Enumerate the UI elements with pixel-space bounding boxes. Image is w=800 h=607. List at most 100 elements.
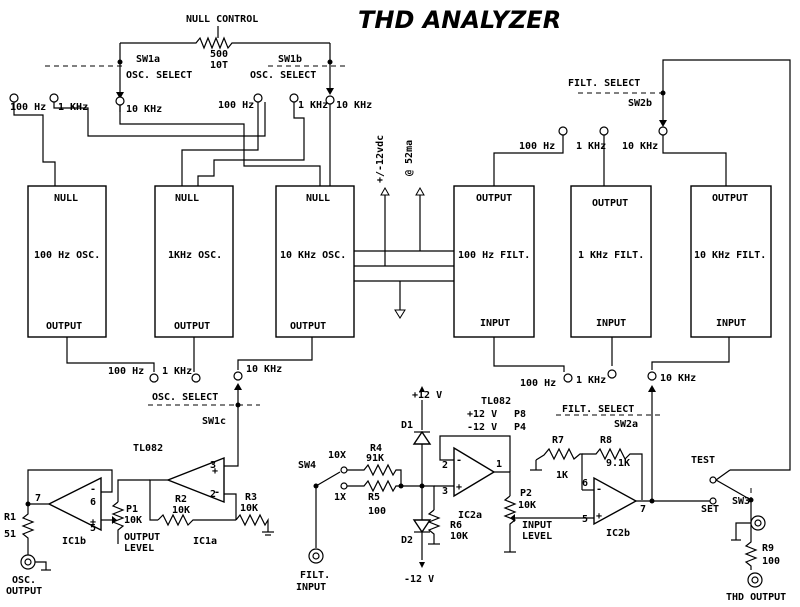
r8-label: R8	[600, 435, 612, 446]
sw2a-pos-1khz: 1 KHz	[576, 375, 606, 386]
ic1-type: TL082	[133, 443, 163, 454]
sw3-set: SET	[701, 504, 719, 515]
osc-100hz-name: 100 Hz OSC.	[34, 250, 100, 261]
switch-sw1c: 100 Hz 1 KHz 10 KHz OSC. SELECT SW1c	[66, 337, 313, 467]
sw1c-function: OSC. SELECT	[152, 392, 218, 403]
sw1b-pos-1khz: 1 KHz	[298, 100, 328, 111]
ic1a-pin2: 2	[210, 489, 216, 500]
svg-text:+: +	[90, 517, 96, 528]
sw1b-pos-100hz: 100 Hz	[218, 100, 254, 111]
ic2-pin4: P4	[514, 422, 526, 433]
d1-label: D1	[401, 420, 413, 431]
power-current: @ 52ma	[404, 140, 415, 176]
output-stage: TL082 3 2 + - IC1a R2 10K R3 10K P1 10K …	[4, 443, 274, 597]
sw1c-pos-100hz: 100 Hz	[108, 366, 144, 377]
switch-sw2a: 100 Hz 1 KHz 10 KHz FILT. SELECT SW2a	[493, 337, 730, 500]
r4-value: 91K	[366, 453, 384, 464]
r3-label: R3	[245, 492, 257, 503]
ic2-supply-pos: +12 V	[467, 409, 497, 420]
null-pot-value: 500	[210, 49, 228, 60]
filter-100hz-input: INPUT	[480, 318, 510, 329]
svg-text:-: -	[456, 455, 462, 466]
filter-10khz: OUTPUT 10 KHz FILT. INPUT	[690, 185, 772, 338]
sw2a-pos-10khz: 10 KHz	[660, 373, 696, 384]
osc-1khz-output: OUTPUT	[174, 321, 210, 332]
p2-function2: LEVEL	[522, 531, 552, 542]
osc-1khz: NULL 1KHz OSC. OUTPUT	[154, 185, 234, 338]
ic2a-pin1: 1	[496, 459, 502, 470]
r4-label: R4	[370, 443, 382, 454]
filt-input-label: FILT.	[300, 570, 330, 581]
ic2b-label: IC2b	[606, 528, 630, 539]
r2-label: R2	[175, 494, 187, 505]
r1-label: R1	[4, 512, 16, 523]
sw2b-name: SW2b	[628, 98, 652, 109]
null-pot-turns: 10T	[210, 60, 228, 71]
filter-1khz-name: 1 KHz FILT.	[578, 250, 644, 261]
sw1c-pos-10khz: 10 KHz	[246, 364, 282, 375]
osc-100hz: NULL 100 Hz OSC. OUTPUT	[27, 185, 107, 338]
ic1a-label: IC1a	[193, 536, 217, 547]
osc-10khz-null: NULL	[306, 193, 330, 204]
r3-value: 10K	[240, 503, 258, 514]
null-wiring	[13, 102, 331, 186]
osc-10khz: NULL 10 KHz OSC. OUTPUT	[275, 185, 355, 338]
ic2a-label: IC2a	[458, 510, 482, 521]
svg-text:+: +	[596, 511, 602, 522]
osc-100hz-output: OUTPUT	[46, 321, 82, 332]
ic2-pin8: P8	[514, 409, 526, 420]
ic1b-pin5: 5	[90, 523, 96, 534]
svg-text:-: -	[214, 487, 220, 498]
r9-value: 100	[762, 556, 780, 567]
osc-output-jack-label: OSC.	[12, 575, 36, 586]
ic1a-pin3: 3	[210, 460, 216, 471]
sw1c-name: SW1c	[202, 416, 226, 427]
svg-text:+: +	[456, 482, 462, 493]
filter-1khz-input: INPUT	[596, 318, 626, 329]
ic2-supply-neg: -12 V	[467, 422, 497, 433]
switch-sw1a: SW1a OSC. SELECT 100 Hz 1 KHz 10 KHz	[9, 54, 192, 115]
ic2a-pin2: 2	[442, 460, 448, 471]
diagram-title: THD ANALYZER	[358, 6, 561, 34]
sw2a-pos-100hz: 100 Hz	[520, 378, 556, 389]
ic2b-pin6: 6	[582, 478, 588, 489]
r8-value: 9.1K	[606, 458, 630, 469]
filter-100hz-name: 100 Hz FILT.	[458, 250, 530, 261]
filt-input-label2: INPUT	[296, 582, 326, 593]
r2-value: 10K	[172, 505, 190, 516]
sw1a-name: SW1a	[136, 54, 160, 65]
filter-100hz-output: OUTPUT	[476, 193, 512, 204]
p1-label: P1	[126, 504, 138, 515]
sw1a-pos-100hz: 100 Hz	[10, 102, 46, 113]
r6-label: R6	[450, 520, 462, 531]
sw1a-function: OSC. SELECT	[126, 70, 192, 81]
p2-label: P2	[520, 488, 532, 499]
filter-10khz-output: OUTPUT	[712, 193, 748, 204]
sw4-1x: 1X	[334, 492, 346, 503]
ic2b-pin5: 5	[582, 514, 588, 525]
r9-label: R9	[762, 543, 774, 554]
sw4-10x: 10X	[328, 450, 346, 461]
switch-sw1b: SW1b OSC. SELECT 100 Hz 1 KHz 10 KHz	[218, 54, 372, 111]
osc-10khz-output: OUTPUT	[290, 321, 326, 332]
p1-function2: LEVEL	[124, 543, 154, 554]
ic1b-pin6: 6	[90, 497, 96, 508]
filter-1khz: OUTPUT 1 KHz FILT. INPUT	[570, 185, 652, 338]
d2-label: D2	[401, 535, 413, 546]
minus12-label: -12 V	[404, 574, 434, 585]
p1-value: 10K	[124, 515, 142, 526]
ic2-type: TL082	[481, 396, 511, 407]
r7-value: 1K	[556, 470, 568, 481]
switch-sw2b: FILT. SELECT SW2b 100 Hz 1 KHz 10 KHz	[493, 59, 791, 471]
input-stage: TL082 +12 V P8 -12 V P4 +12 V D1 D2 -12 …	[296, 386, 786, 603]
sw2b-pos-10khz: 10 KHz	[622, 141, 658, 152]
r5-value: 100	[368, 506, 386, 517]
svg-text:+: +	[212, 466, 218, 477]
ic2b-pin7: 7	[640, 504, 646, 515]
null-control-label: NULL CONTROL	[186, 14, 258, 25]
ic1b-label: IC1b	[62, 536, 86, 547]
svg-text:-: -	[596, 484, 602, 495]
sw2b-function: FILT. SELECT	[568, 78, 640, 89]
sw1b-pos-10khz: 10 KHz	[336, 100, 372, 111]
